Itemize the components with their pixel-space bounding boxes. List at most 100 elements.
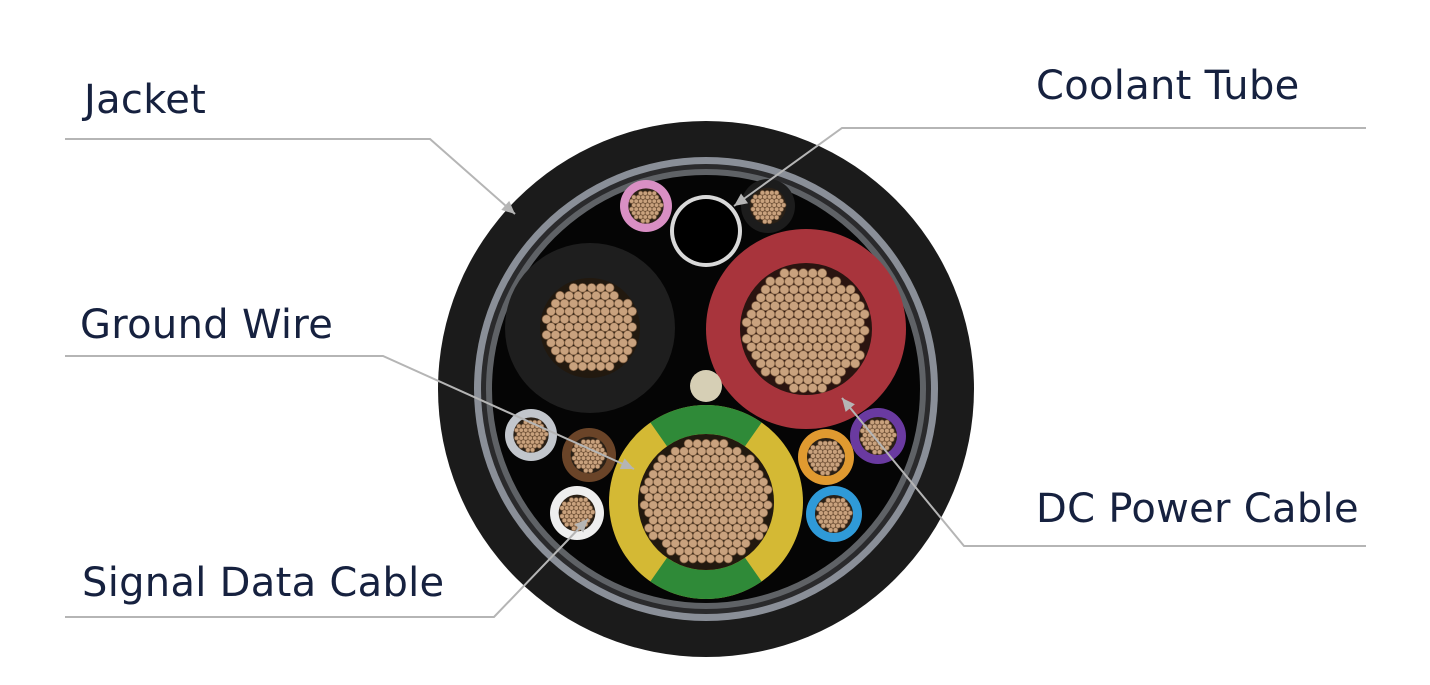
copper-strand [564, 353, 574, 364]
label-coolant-tube: Coolant Tube [1036, 63, 1300, 109]
copper-strand [831, 325, 842, 336]
copper-strand [812, 276, 823, 287]
copper-strand [675, 485, 685, 495]
copper-strand [705, 477, 716, 487]
copper-strand [564, 521, 570, 528]
copper-strand [688, 477, 698, 487]
copper-strand [705, 446, 716, 456]
copper-strand [597, 443, 603, 449]
copper-strand [719, 546, 729, 556]
copper-strand [821, 325, 832, 336]
copper-strand [648, 485, 658, 495]
copper-strand [675, 515, 685, 526]
copper-strand [609, 338, 619, 348]
copper-strand [559, 314, 570, 324]
copper-strand [657, 515, 667, 526]
copper-strand [765, 358, 776, 369]
copper-strand [784, 292, 795, 303]
copper-strand [751, 301, 762, 311]
copper-strand [793, 342, 804, 352]
copper-strand [812, 466, 819, 472]
copper-strand [727, 546, 738, 556]
copper-strand [745, 515, 755, 526]
copper-strand [644, 477, 654, 487]
copper-strand [758, 477, 769, 487]
copper-strand [555, 338, 565, 348]
copper-strand [585, 501, 591, 507]
copper-strand [723, 477, 733, 487]
copper-strand [577, 314, 588, 324]
copper-strand [697, 477, 707, 487]
copper-strand [609, 306, 619, 317]
copper-strand [831, 309, 842, 320]
center-filler [690, 370, 722, 402]
copper-strand [837, 457, 843, 464]
copper-strand [591, 338, 601, 348]
copper-strand [741, 508, 751, 518]
copper-strand [591, 322, 601, 332]
copper-strand [719, 531, 729, 541]
copper-strand [776, 194, 782, 200]
copper-strand [745, 469, 755, 479]
copper-strand [784, 374, 795, 385]
copper-strand [648, 500, 658, 510]
label-signal-data-cable: Signal Data Cable [82, 560, 445, 606]
copper-strand [582, 497, 589, 503]
copper-strand [679, 523, 689, 533]
copper-strand [701, 515, 711, 526]
copper-strand [656, 198, 662, 204]
copper-strand [760, 333, 771, 344]
copper-strand [807, 366, 818, 377]
copper-strand [778, 206, 784, 212]
copper-strand [807, 301, 818, 311]
copper-strand [705, 554, 716, 564]
coolant-tube-bore [674, 199, 738, 263]
copper-strand [541, 435, 547, 441]
copper-strand [595, 283, 606, 293]
copper-strand [749, 492, 760, 503]
copper-strand [714, 477, 724, 487]
copper-strand [755, 342, 766, 352]
copper-strand [842, 518, 849, 525]
copper-strand [754, 485, 764, 495]
copper-strand [719, 439, 729, 449]
copper-strand [803, 309, 813, 320]
copper-strand [666, 469, 676, 479]
copper-strand [688, 446, 698, 456]
copper-strand [819, 470, 826, 476]
copper-strand [736, 515, 747, 526]
copper-strand [670, 462, 680, 472]
copper-strand [587, 467, 594, 474]
copper-strand [595, 314, 606, 324]
copper-strand [525, 447, 531, 453]
copper-strand [568, 298, 579, 309]
copper-strand [770, 366, 780, 377]
copper-strand [714, 523, 724, 533]
ground-wire-green-stripe-top [650, 405, 762, 447]
copper-strand [582, 353, 592, 364]
copper-strand [710, 515, 720, 526]
copper-strand [779, 366, 790, 377]
copper-strand [710, 531, 720, 541]
copper-strand [788, 350, 799, 361]
copper-strand [666, 485, 676, 495]
copper-strand [754, 500, 764, 510]
copper-strand [613, 314, 624, 324]
copper-strand [778, 198, 784, 204]
copper-strand [854, 317, 865, 328]
copper-strand [538, 439, 545, 445]
copper-strand [760, 350, 771, 361]
copper-strand [840, 292, 851, 303]
copper-strand [758, 508, 769, 518]
copper-strand [719, 485, 729, 495]
copper-strand [622, 330, 633, 340]
copper-strand [763, 485, 773, 495]
copper-strand [845, 514, 851, 521]
copper-strand [627, 338, 637, 348]
copper-strand [732, 492, 742, 503]
copper-strand [723, 523, 733, 533]
copper-strand [541, 330, 552, 340]
dc-power-cable-leader-line [841, 397, 1366, 547]
copper-strand [850, 292, 861, 303]
copper-strand [770, 301, 780, 311]
